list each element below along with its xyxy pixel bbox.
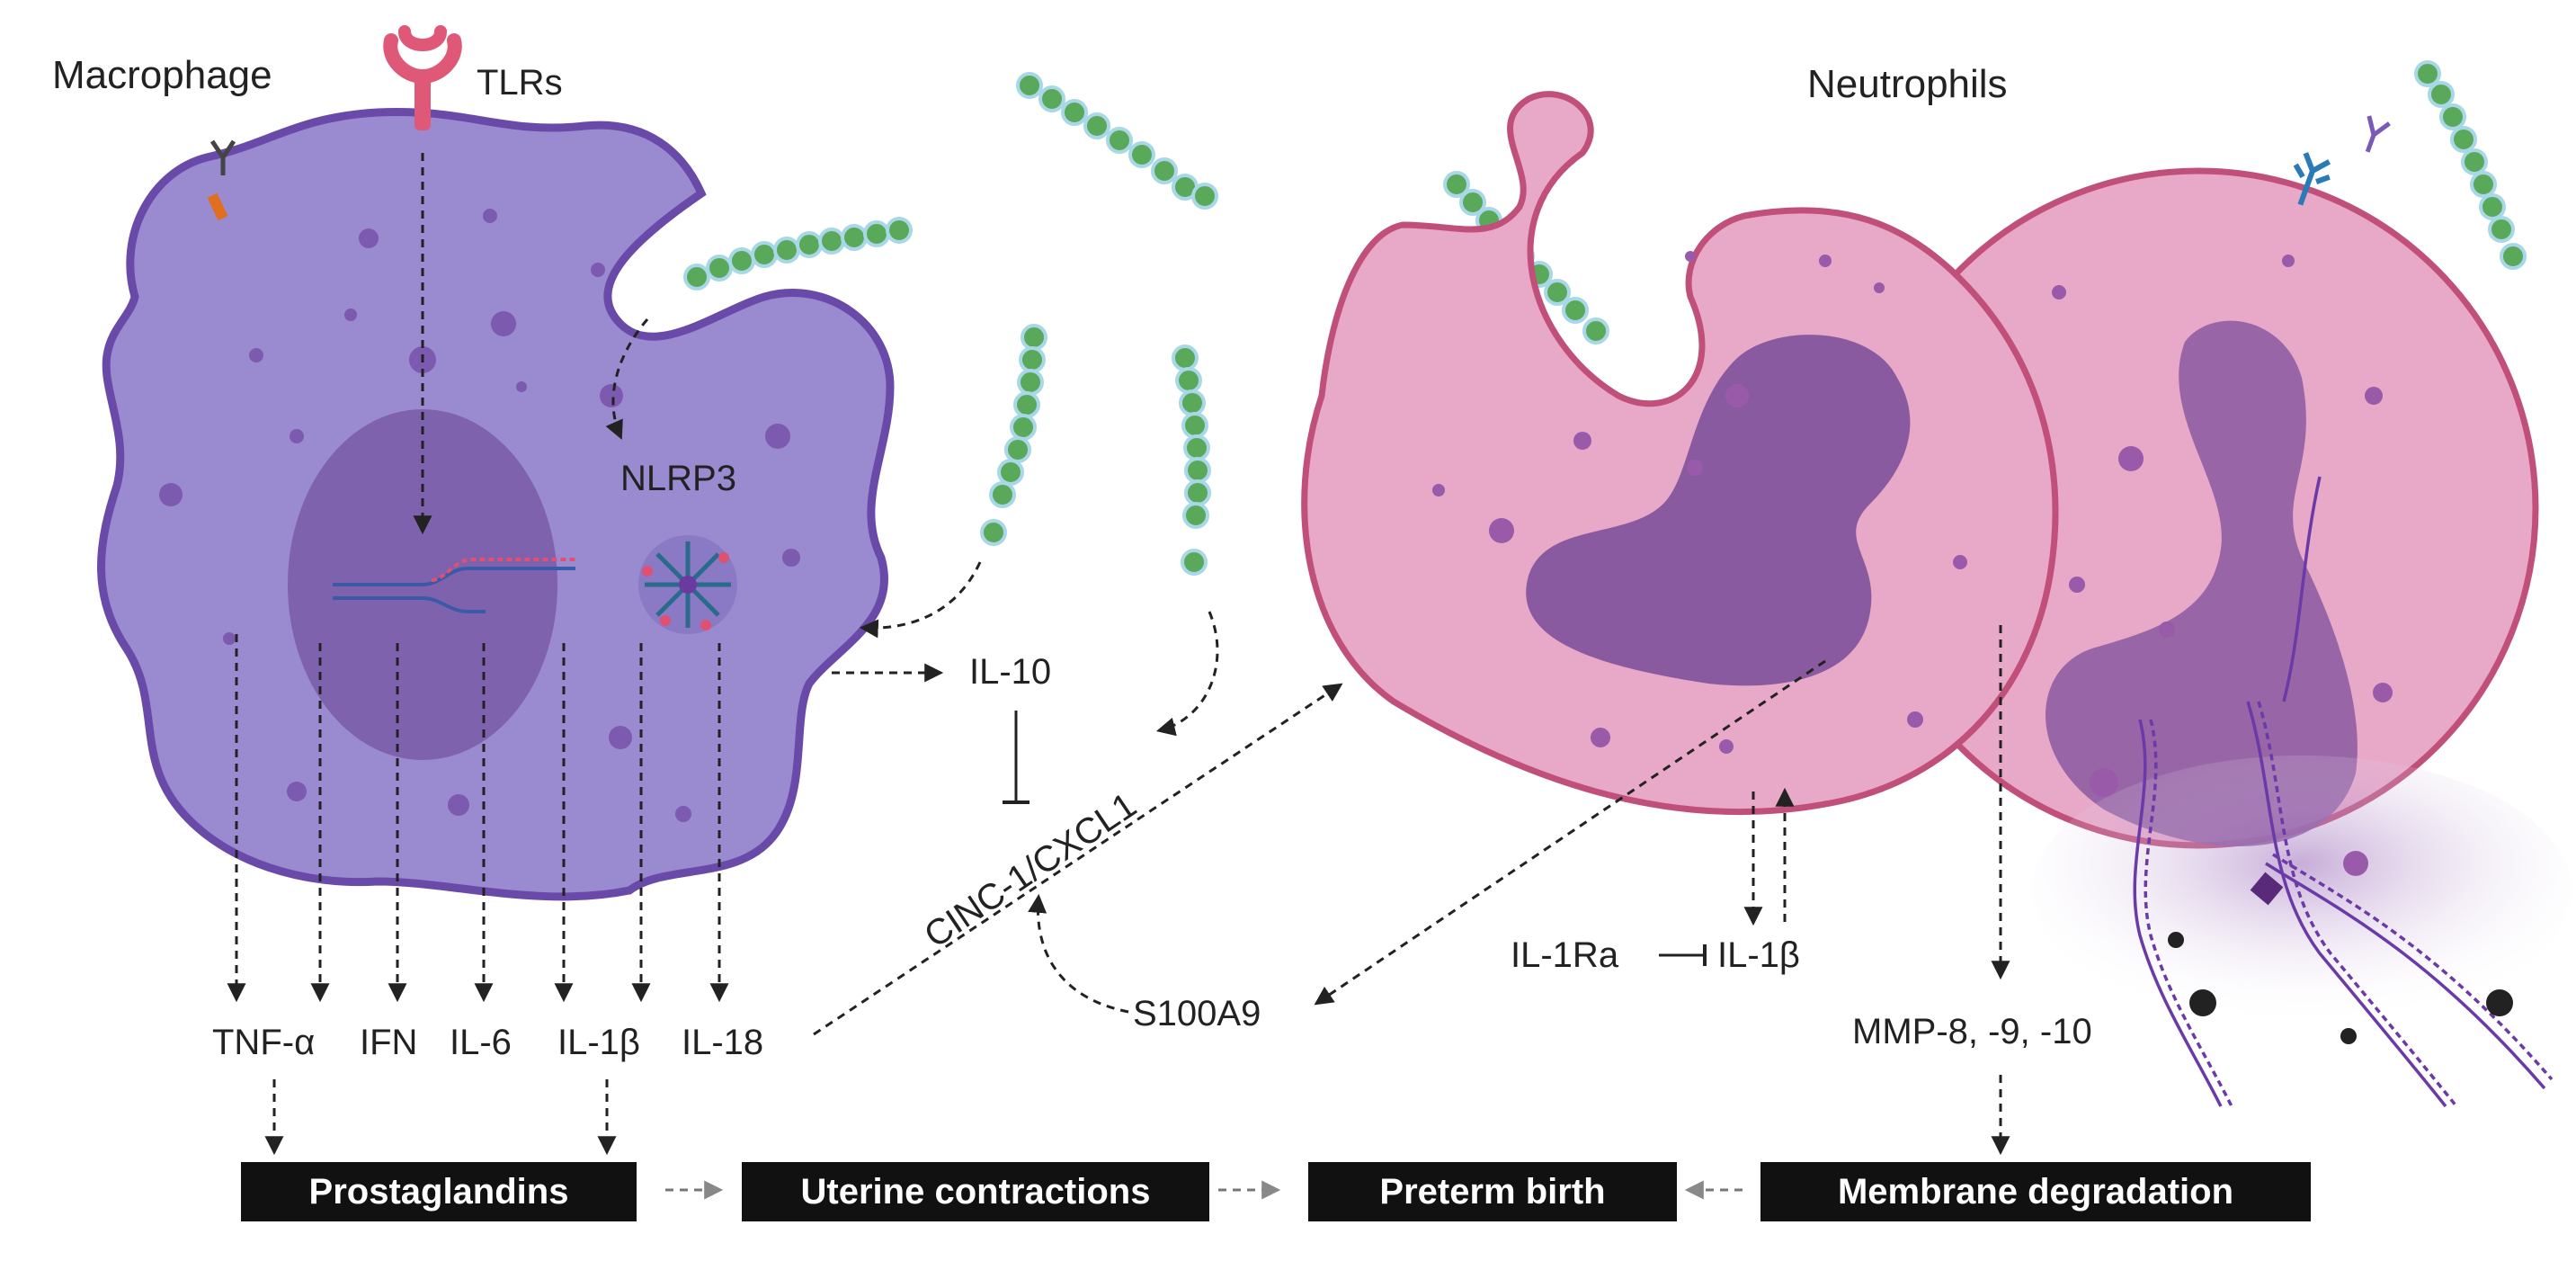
antibody-icon <box>2365 115 2391 153</box>
outcome-prostaglandins: Prostaglandins <box>241 1162 637 1221</box>
net-particles <box>2168 872 2513 1044</box>
macrophage-label: Macrophage <box>52 53 272 97</box>
prostaglandins-label: Prostaglandins <box>309 1172 569 1212</box>
macrophage-granules <box>159 209 800 822</box>
neutrophil-cell-right <box>1858 167 2572 1025</box>
uterine-contractions-label: Uterine contractions <box>801 1172 1151 1212</box>
macrophage-cell <box>97 25 895 901</box>
bacteria-chains <box>683 60 2527 576</box>
receptor-fragment-icon <box>207 192 228 221</box>
il18-label: IL-18 <box>682 1023 763 1062</box>
dna-strand <box>333 558 575 613</box>
cinc1-cxcl1-label: CINC-1/CXCL1 <box>917 785 1143 955</box>
outcome-preterm-birth: Preterm birth <box>1308 1162 1677 1221</box>
ifn-label: IFN <box>360 1023 417 1062</box>
tlrs-label: TLRs <box>477 63 563 103</box>
bacteria-chain-icon <box>2414 60 2527 270</box>
il1b-label: IL-1β <box>557 1023 640 1062</box>
antibody-icon <box>209 139 236 175</box>
outcome-uterine-contractions: Uterine contractions <box>742 1162 1209 1221</box>
net-dna-strands <box>2133 476 2554 1108</box>
tnf-alpha-label: TNF-α <box>212 1023 315 1062</box>
outcome-membrane-degradation: Membrane degradation <box>1760 1162 2311 1221</box>
preterm-birth-label: Preterm birth <box>1379 1172 1605 1212</box>
neutrophil-membrane-left <box>1301 91 2059 816</box>
il1b-neutrophil-label: IL-1β <box>1717 935 1800 975</box>
il6-label: IL-6 <box>450 1023 512 1062</box>
bacteria-chain-icon <box>683 217 913 291</box>
arrows <box>227 153 2010 1200</box>
neutrophil-cell-left <box>1301 91 2059 816</box>
bacteria-chain-icon <box>1016 72 1218 210</box>
receptor-icon <box>2293 152 2331 206</box>
membrane-degradation-label: Membrane degradation <box>1838 1172 2233 1212</box>
mmp-label: MMP-8, -9, -10 <box>1852 1012 2092 1051</box>
neutrophil-nucleus-right <box>2046 320 2358 846</box>
s100a9-label: S100A9 <box>1133 994 1261 1033</box>
il1ra-label: IL-1Ra <box>1511 935 1619 975</box>
neutrophils-label: Neutrophils <box>1807 62 2008 106</box>
bacteria-chain-icon <box>980 324 1047 546</box>
neutrophil-nucleus-left <box>1526 335 1911 686</box>
bacteria-chain-icon <box>1172 344 1211 576</box>
tlr-receptor-icon <box>383 25 462 130</box>
net-glow <box>2032 756 2572 1025</box>
il10-label: IL-10 <box>969 652 1051 692</box>
nlrp3-inflammasome-icon <box>638 535 737 634</box>
nlrp3-label: NLRP3 <box>620 459 736 498</box>
